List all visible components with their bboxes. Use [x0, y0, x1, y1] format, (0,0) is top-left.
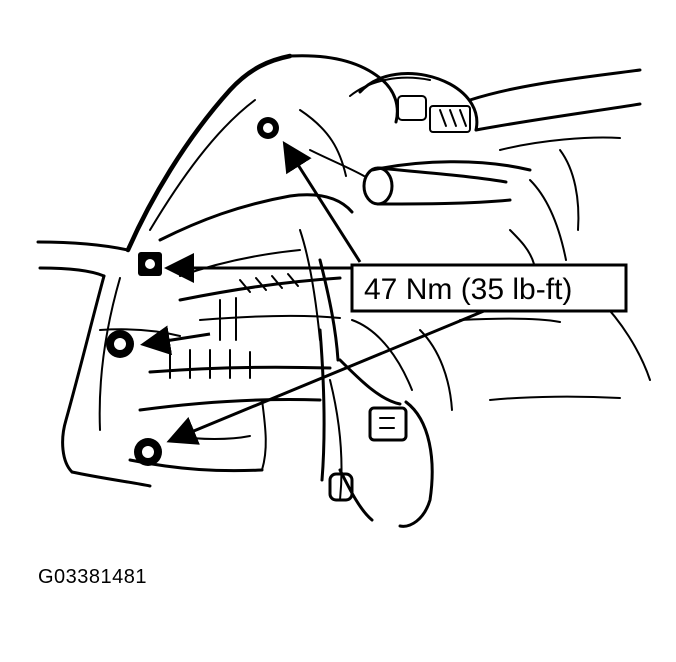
- arrow-to-upper-bolt: [282, 140, 362, 263]
- callout-box: [350, 263, 628, 313]
- leader-arrows: [140, 140, 497, 445]
- upper-assembly: [288, 54, 642, 265]
- lower-mount: [328, 299, 651, 528]
- callout-label: 47 Nm (35 lb-ft): [364, 273, 572, 306]
- bolt-bottom: [134, 438, 162, 466]
- bolt-mid: [138, 252, 162, 276]
- arrow-to-lower-left-bolt: [140, 325, 211, 356]
- fastener-bolts: [106, 117, 279, 466]
- bolt-upper: [257, 117, 279, 139]
- fender-outline: [36, 53, 293, 488]
- torque-callout: 47 Nm (35 lb-ft): [350, 263, 628, 313]
- arrow-to-bottom-bolt: [166, 304, 497, 445]
- bolt-lower-left: [106, 330, 134, 358]
- figure-id: G03381481: [38, 566, 148, 588]
